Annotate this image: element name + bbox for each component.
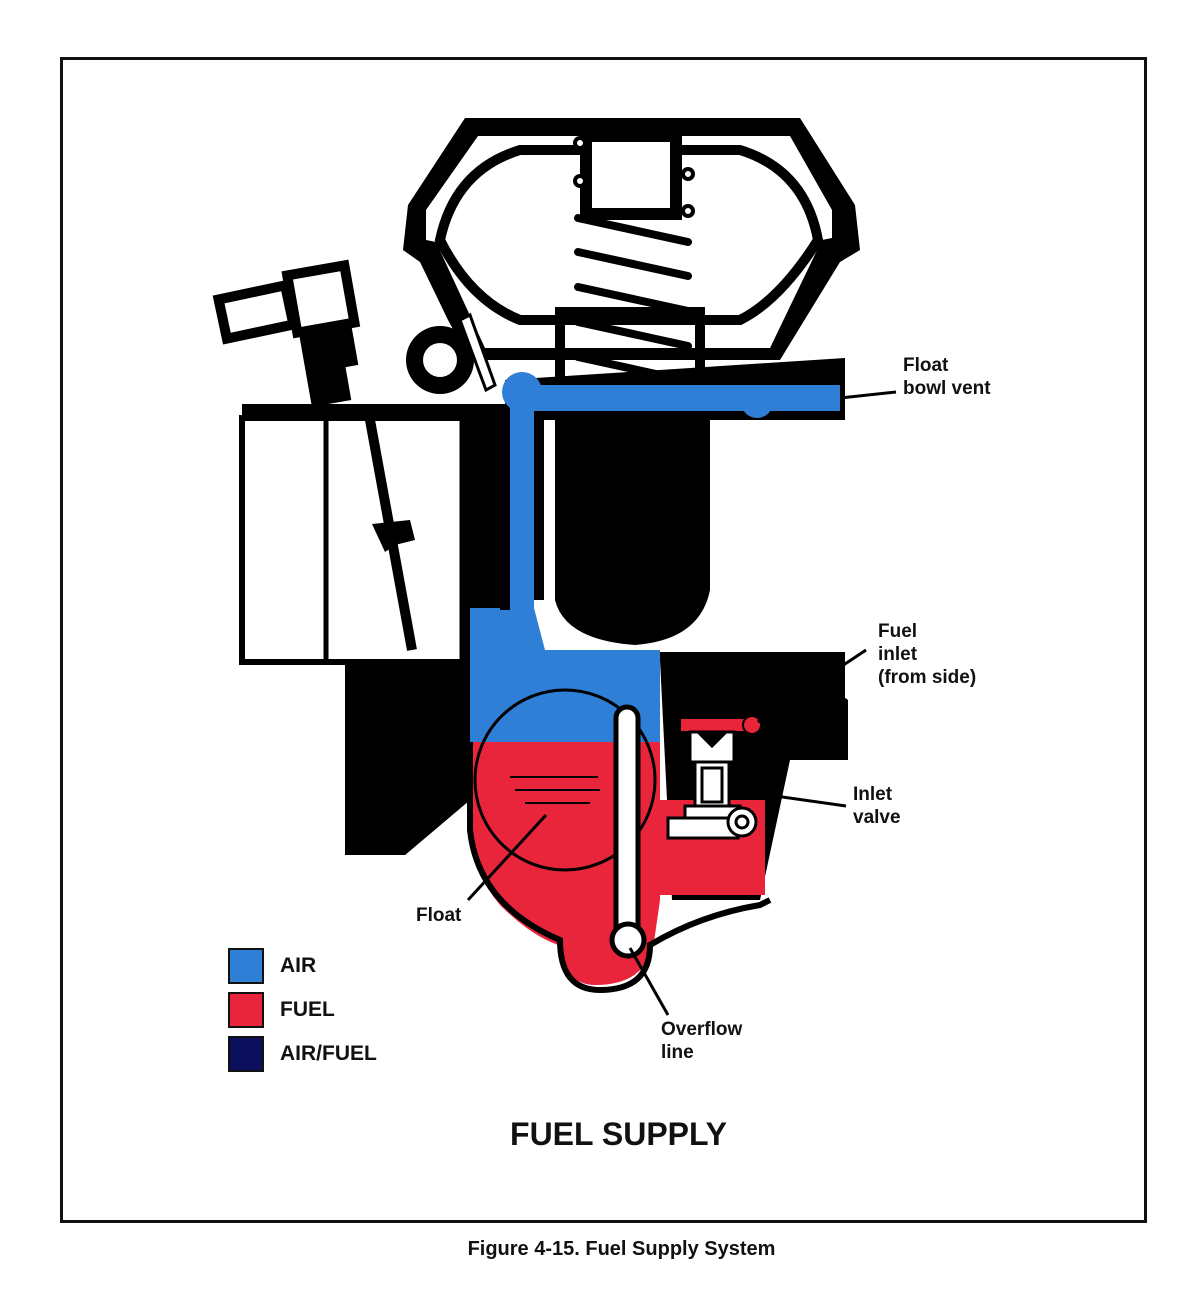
venturi-piston: [555, 420, 710, 645]
diaphragm: [434, 145, 824, 325]
spring-ends: [573, 136, 695, 218]
overflow-tube: [609, 704, 647, 959]
legend-swatch-fuel: [228, 992, 264, 1028]
choke-fitting: [212, 259, 361, 407]
pivot: [406, 312, 497, 394]
legend-item-air-fuel: AIR/FUEL: [228, 1036, 377, 1072]
fuel-inlet-channel: [679, 717, 753, 733]
fuel-bowl-outline: [467, 742, 772, 994]
float: [473, 688, 657, 872]
piston-top: [580, 130, 682, 220]
throttle-shaft: [365, 419, 417, 651]
float-label: Float: [416, 905, 462, 926]
fuel-inlet-label: Fuel inlet (from side): [878, 621, 977, 688]
inlet-valve: [666, 730, 758, 840]
air-passage-wall-left: [500, 420, 510, 610]
diagram-title: FUEL SUPPLY: [510, 1116, 727, 1152]
figure-frame: [60, 57, 1147, 1223]
overflow-line-label: Overflow line: [661, 1019, 743, 1063]
legend-item-air: AIR: [228, 948, 316, 984]
figure-caption: Figure 4-15. Fuel Supply System: [467, 1238, 776, 1260]
fuel-inlet-port: [742, 715, 762, 735]
cover-housing: [403, 118, 860, 360]
air-passage-wall: [534, 420, 544, 600]
legend-label-air-fuel: AIR/FUEL: [280, 1042, 377, 1065]
leader-lines: [466, 390, 897, 1016]
legend-swatch-air: [228, 948, 264, 984]
legend-item-fuel: FUEL: [228, 992, 335, 1028]
legend-label-fuel: FUEL: [280, 998, 335, 1021]
float-lines: [510, 776, 600, 804]
float-bowl-vent-label: Float bowl vent: [903, 355, 991, 399]
legend-label-air: AIR: [280, 954, 317, 977]
inlet-valve-label: Inlet valve: [853, 784, 901, 828]
air-passage: [470, 372, 840, 742]
legend-swatch-air-fuel: [228, 1036, 264, 1072]
